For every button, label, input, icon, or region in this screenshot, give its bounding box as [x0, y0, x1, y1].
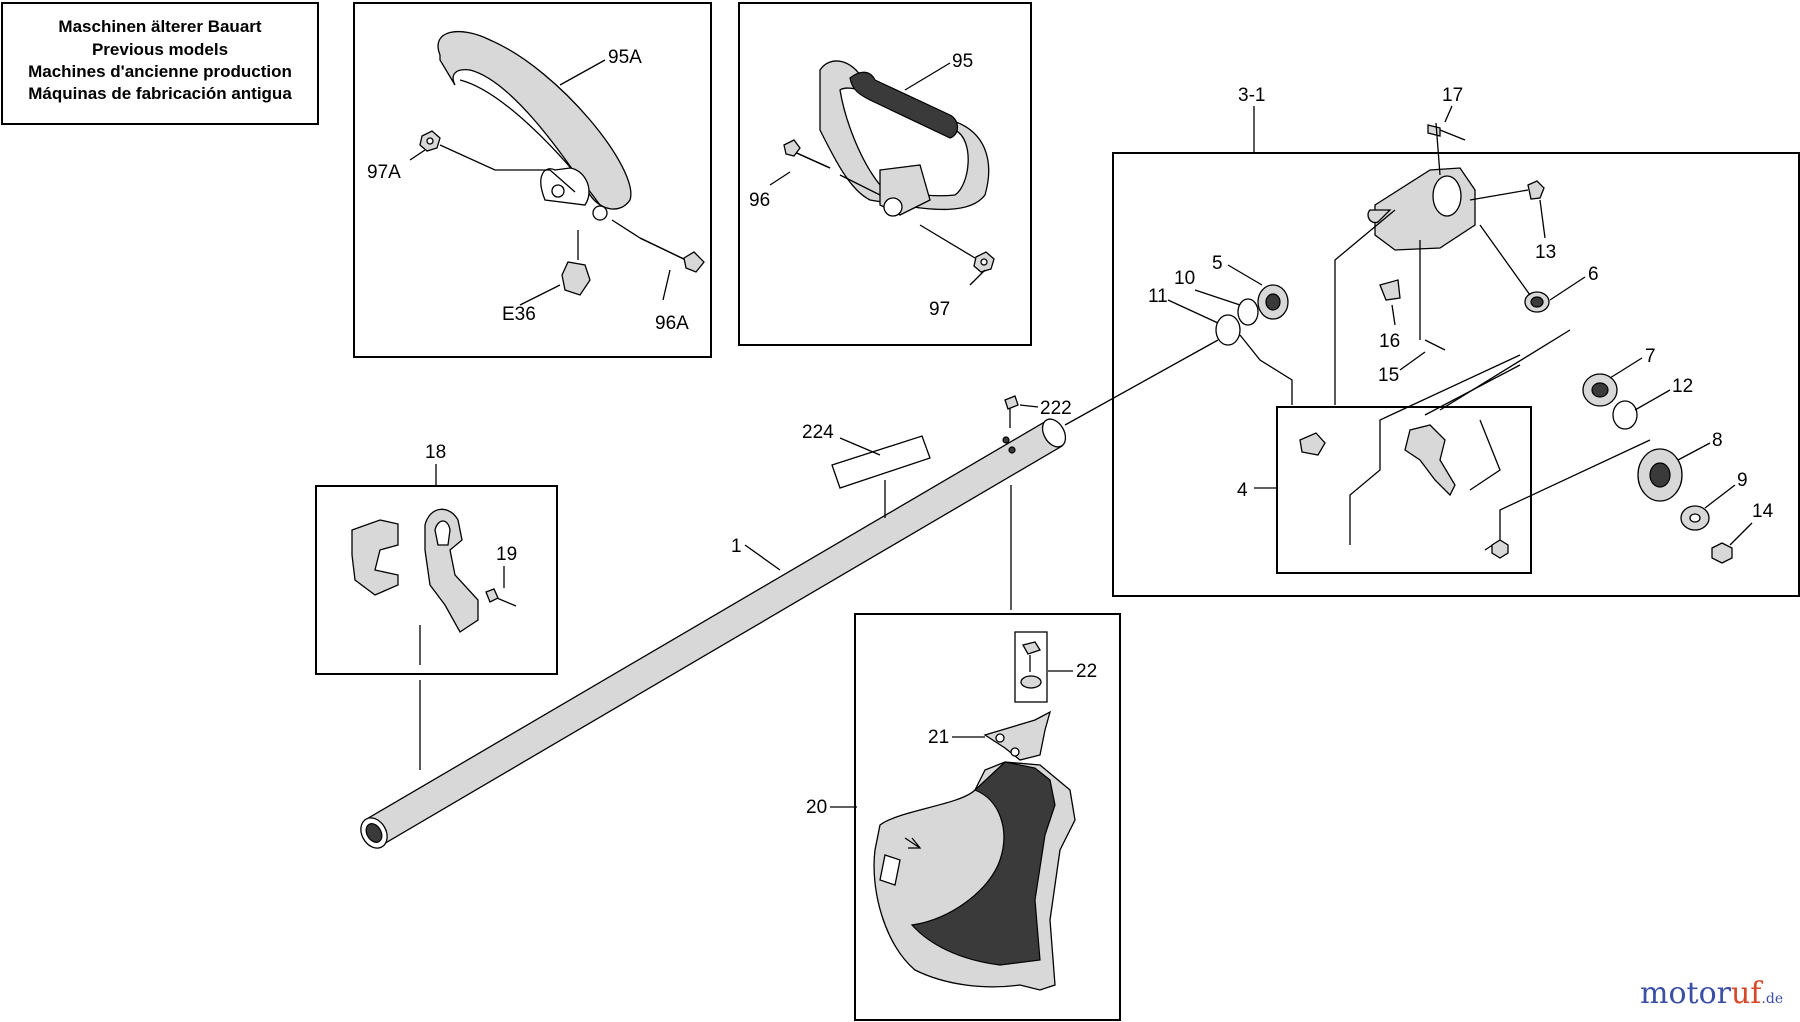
- label-7: 7: [1645, 346, 1656, 367]
- circlip-12: [1612, 400, 1638, 430]
- panel-d-handle: 95 96 97: [738, 2, 1032, 346]
- d-handle-grip: [849, 71, 959, 139]
- label-1: 1: [731, 536, 742, 557]
- label-E36: E36: [502, 304, 536, 325]
- pinion-bolt: [1299, 432, 1326, 456]
- handle-bolt-boss: [592, 205, 608, 221]
- label-4: 4: [1237, 480, 1248, 501]
- legend-box: Maschinen älterer Bauart Previous models…: [1, 2, 319, 125]
- label-6: 6: [1588, 264, 1599, 285]
- panel-gear-head: 3-1 17 13 6 5 10 11 16 15: [1112, 85, 1800, 597]
- legend-line-fr: Machines d'ancienne production: [28, 62, 292, 81]
- label-5: 5: [1212, 253, 1223, 274]
- legend-line-es: Máquinas de fabricación antigua: [28, 84, 292, 103]
- label-95: 95: [952, 51, 973, 72]
- label-21: 21: [928, 727, 949, 748]
- spacer-nut: [1491, 539, 1509, 559]
- nut-14: [1711, 542, 1733, 564]
- label-16: 16: [1379, 331, 1400, 352]
- watermark-logo: motoruf.de: [1640, 976, 1783, 1011]
- label-224: 224: [802, 422, 834, 443]
- label-95A: 95A: [608, 47, 642, 68]
- label-97: 97: [929, 299, 950, 320]
- ring-10: [1237, 298, 1259, 326]
- legend-line-de: Maschinen älterer Bauart: [58, 17, 261, 36]
- label-96: 96: [749, 190, 770, 211]
- label-10: 10: [1174, 268, 1195, 289]
- label-sticker-224: [831, 435, 931, 489]
- panel-bracket: 18 19: [315, 442, 558, 675]
- label-3-1: 3-1: [1238, 85, 1265, 106]
- washer-22: [1020, 675, 1042, 689]
- label-9: 9: [1737, 470, 1748, 491]
- bolt-17: [1427, 124, 1441, 137]
- label-11: 11: [1148, 286, 1168, 307]
- handle-clamp: [540, 167, 590, 206]
- guard-bracket-21: [983, 710, 1052, 761]
- label-17: 17: [1442, 85, 1463, 106]
- label-18: 18: [425, 442, 446, 463]
- gear-case: [1374, 167, 1476, 251]
- label-96A: 96A: [655, 313, 689, 334]
- label-15: 15: [1378, 365, 1399, 386]
- panel-loop-handle: 95A 97A E36 96A: [353, 2, 712, 358]
- label-22: 22: [1076, 661, 1097, 682]
- label-13: 13: [1535, 242, 1556, 263]
- clamp-E36: [561, 261, 591, 296]
- label-97A: 97A: [367, 162, 401, 183]
- circlip-11: [1215, 314, 1241, 346]
- bolt-96A: [639, 237, 705, 273]
- bolt-96: [783, 139, 831, 169]
- screw-19: [485, 588, 499, 603]
- label-20: 20: [806, 797, 827, 818]
- pinion-box: 4: [1237, 209, 1532, 574]
- motoruf-watermark: motoruf.de: [1640, 976, 1783, 1011]
- bolt-13: [1527, 180, 1545, 200]
- bracket-clip: [424, 508, 479, 633]
- label-222: 222: [1040, 398, 1072, 419]
- bracket-plate: [351, 519, 399, 596]
- drive-tube-body: [364, 419, 1063, 846]
- pinion-shaft: [1404, 424, 1456, 497]
- drive-tube: 1 222 224: [360, 339, 1219, 849]
- bolt-22: [1022, 641, 1041, 655]
- loop-handle: [437, 30, 632, 210]
- panel-guard: 22 21 20: [806, 613, 1121, 1021]
- label-12: 12: [1672, 376, 1693, 397]
- screw-222: [1004, 395, 1019, 410]
- label-8: 8: [1712, 430, 1723, 451]
- plate-16: [1379, 279, 1401, 301]
- label-14: 14: [1752, 501, 1774, 522]
- label-19: 19: [496, 544, 517, 565]
- legend-line-en: Previous models: [92, 40, 228, 59]
